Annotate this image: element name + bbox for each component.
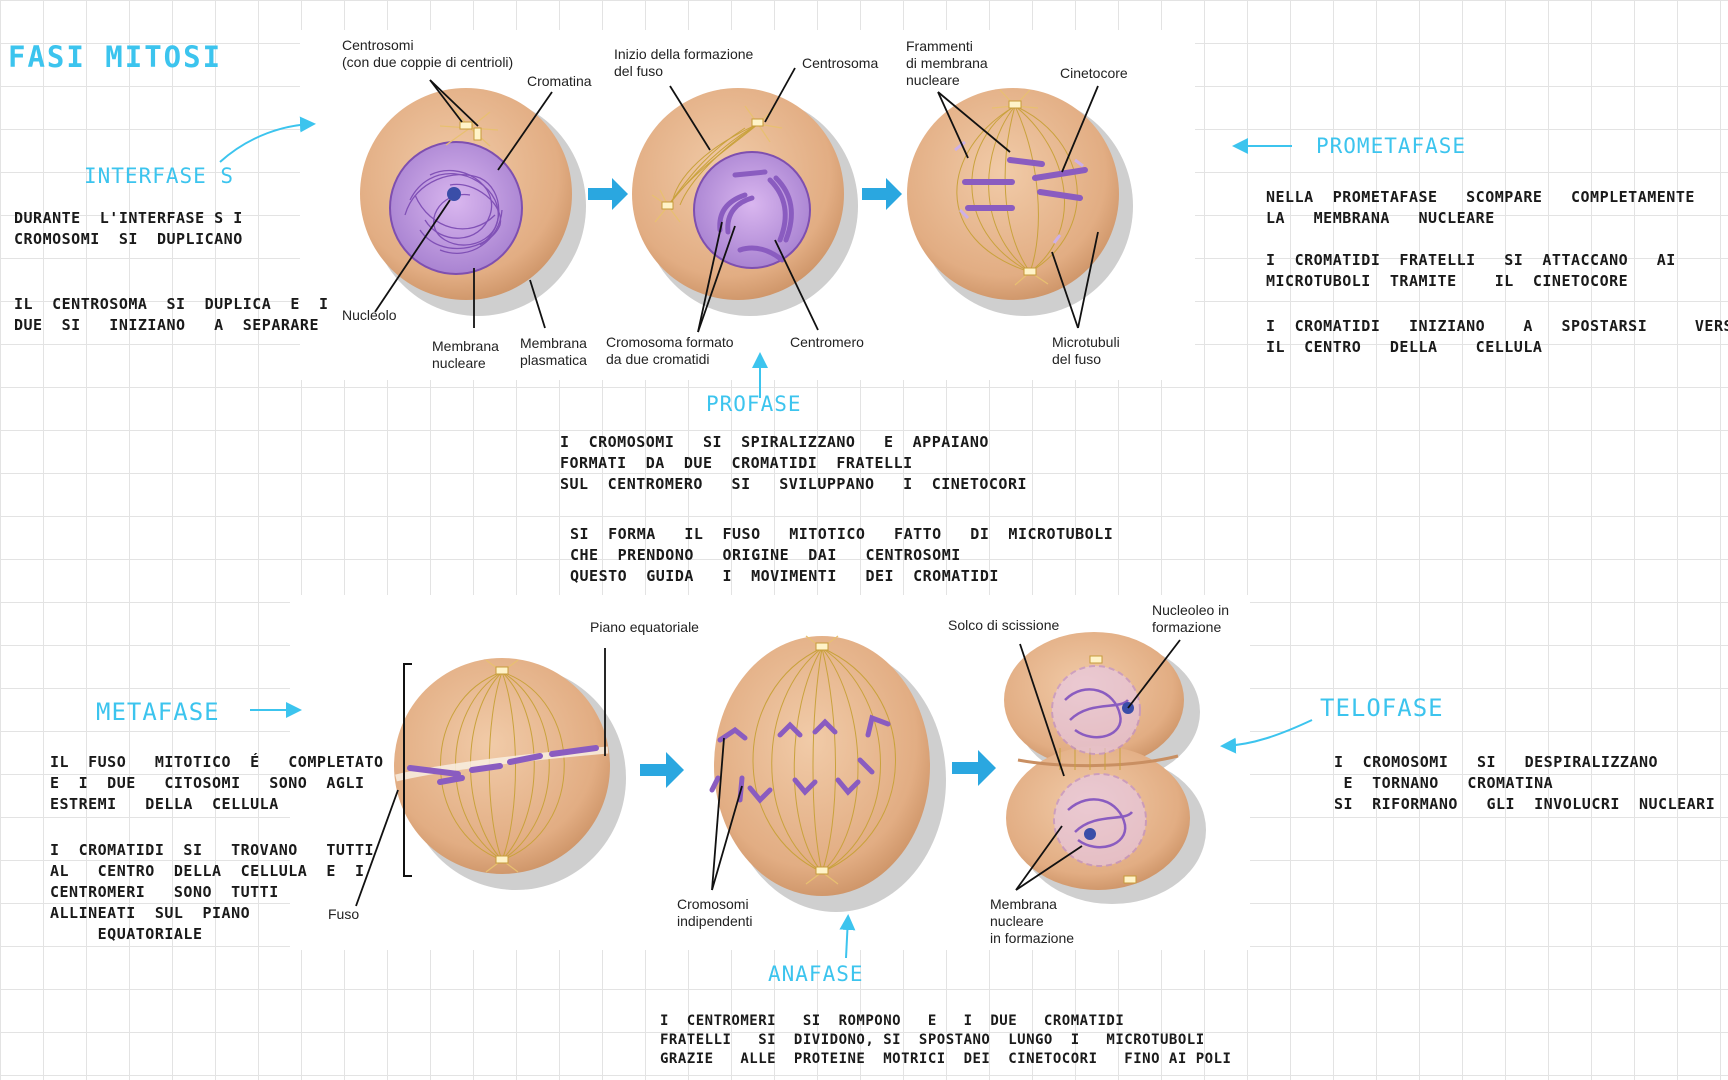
prophase-cell	[632, 88, 858, 316]
label-membrana-plasmatica: Membrana plasmatica	[520, 335, 587, 368]
label-centromero: Centromero	[790, 334, 864, 350]
label-membrana-nucleare: Membrana nucleare	[432, 338, 499, 371]
label-cromosoma-due-cromatidi: Cromosoma formato da due cromatidi	[606, 334, 734, 367]
label-centrosomi: Centrosomi (con due coppie di centrioli)	[342, 37, 514, 70]
chromatin-tangle	[404, 169, 503, 254]
centrosome-icon	[1123, 875, 1137, 884]
label-microtubuli: Microtubuli del fuso	[1052, 334, 1120, 367]
note-telofase-1: I CROMOSOMI SI DESPIRALIZZANO E TORNANO …	[1334, 753, 1716, 813]
prometaphase-cell	[907, 88, 1133, 316]
label-cinetocore: Cinetocore	[1060, 65, 1128, 81]
centrosome-icon	[661, 201, 674, 210]
centriole-icon	[459, 121, 473, 130]
note-prometafase-1: NELLA PROMETAFASE SCOMPARE COMPLETAMENTE…	[1266, 188, 1695, 227]
heading-anafase: ANAFASE	[768, 962, 864, 986]
telofase-pointer-arrow	[1220, 719, 1313, 754]
heading-metafase: METAFASE	[96, 698, 220, 726]
centrosome-icon	[1023, 267, 1037, 276]
arrow-right-icon	[862, 178, 902, 210]
annotation-arrows	[219, 116, 1313, 959]
spindle-bracket	[403, 663, 412, 877]
interphase-nucleus	[389, 141, 523, 275]
label-cromosomi-indipendenti: Cromosomi indipendenti	[677, 896, 753, 929]
heading-prometafase: PROMETAFASE	[1316, 134, 1467, 158]
label-inizio-fuso: Inizio della formazione del fuso	[614, 46, 754, 79]
centriole-icon	[473, 127, 482, 141]
arrow-right-icon	[640, 752, 684, 788]
arrow-right-icon	[952, 750, 996, 786]
centrosome-icon	[815, 642, 829, 651]
prophase-spindle-fibers	[667, 123, 759, 211]
label-frammenti: Frammenti di membrana nucleare	[906, 38, 988, 88]
anafase-pointer-arrow	[839, 914, 856, 959]
heading-interfase: INTERFASE S	[84, 164, 235, 188]
label-fuso: Fuso	[328, 906, 360, 922]
cleavage-furrow	[1017, 754, 1179, 768]
bottom-leader-lines	[355, 639, 1181, 907]
note-anafase-1: I CENTROMERI SI ROMPONO E I DUE CROMATID…	[660, 1013, 1232, 1067]
note-metafase-2: I CROMATIDI SI TROVANO TUTTI AL CENTRO D…	[50, 841, 375, 943]
centrosome-icon	[495, 855, 509, 864]
centrosome-icon	[1008, 100, 1022, 109]
label-piano-equatoriale: Piano equatoriale	[590, 619, 699, 635]
label-nucleolo: Nucleolo	[342, 307, 397, 323]
note-interfase-1: DURANTE L'INTERFASE S I CROMOSOMI SI DUP…	[14, 209, 243, 248]
centrosome-icon	[495, 666, 509, 675]
note-prometafase-2: I CROMATIDI FRATELLI SI ATTACCANO AI MIC…	[1266, 251, 1676, 290]
metaphase-cell	[394, 658, 626, 890]
heading-telofase: TELOFASE	[1320, 694, 1444, 722]
prophase-chromosomes	[717, 169, 794, 263]
prometaphase-cytoplasm	[907, 88, 1119, 300]
centrosome-icon	[1089, 655, 1103, 664]
top-phase-arrows	[588, 178, 902, 210]
telophase-cell	[1004, 632, 1206, 904]
arrow-right-icon	[588, 178, 628, 210]
note-metafase-1: IL FUSO MITOTICO É COMPLETATO E I DUE CI…	[50, 753, 384, 813]
prometaphase-chromosomes	[962, 157, 1088, 211]
note-interfase-2: IL CENTROSOMA SI DUPLICA E I DUE SI INIZ…	[14, 295, 329, 334]
label-nucleoleo: Nucleoleo in formazione	[1152, 602, 1230, 635]
bottom-phase-arrows	[640, 750, 996, 788]
anaphase-chromosomes	[709, 714, 891, 804]
label-membrana-formazione: Membrana nucleare in formazione	[990, 896, 1075, 946]
label-cromatina: Cromatina	[527, 73, 592, 89]
page-title: FASI MITOSI	[8, 40, 223, 74]
telophase-chromatin	[1064, 688, 1134, 849]
metaphase-chromosomes	[407, 745, 599, 785]
top-leader-lines	[374, 67, 1099, 333]
anaphase-spindle-fibers	[752, 647, 896, 873]
nucleolus	[447, 187, 461, 201]
forming-nucleus-top	[1051, 665, 1141, 755]
anaphase-cytoplasm	[714, 636, 930, 896]
label-solco-scissione: Solco di scissione	[948, 617, 1060, 633]
heading-profase: PROFASE	[706, 392, 802, 416]
centrosome-icon	[815, 866, 829, 875]
label-centrosoma: Centrosoma	[802, 55, 879, 71]
interfase-pointer-arrow	[219, 116, 316, 163]
forming-nucleolus	[1084, 828, 1096, 840]
note-profase-2: SI FORMA IL FUSO MITOTICO FATTO DI MICRO…	[570, 525, 1114, 585]
note-prometafase-3: I CROMATIDI INIZIANO A SPOSTARSI VERSO I…	[1266, 317, 1728, 356]
membrane-fragments	[954, 140, 1084, 244]
note-profase-1: I CROMOSOMI SI SPIRALIZZANO E APPAIANO F…	[560, 433, 1028, 493]
anaphase-cell	[709, 635, 946, 912]
centrosome-icon	[751, 118, 764, 127]
